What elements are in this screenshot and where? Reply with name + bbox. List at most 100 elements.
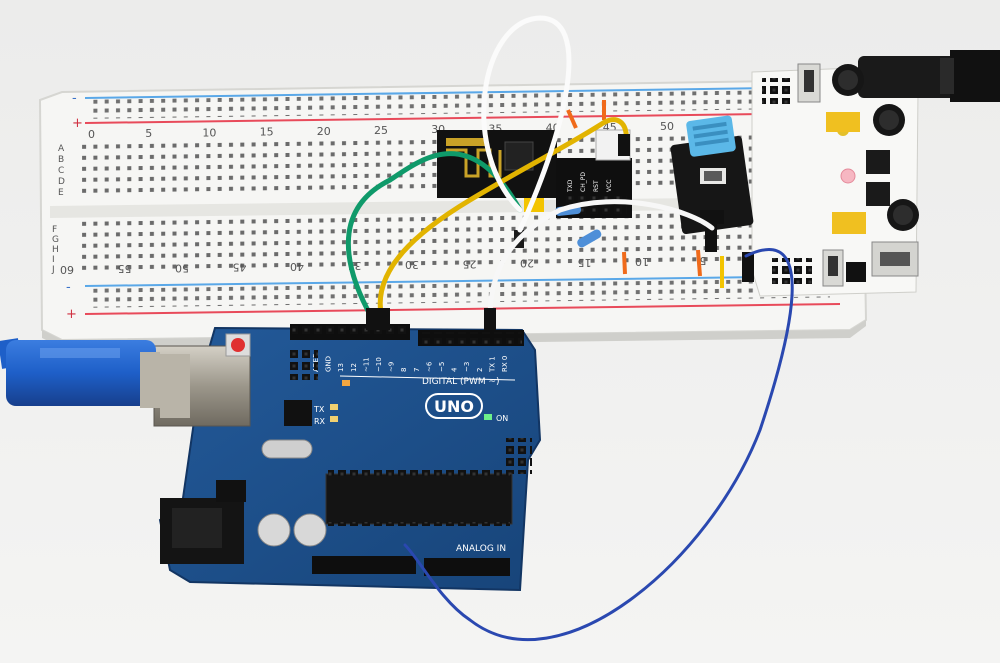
white-wire-1 (487, 199, 715, 321)
top-rail-plus-sign: + (72, 116, 83, 131)
arduino-pin-label: ~3 (463, 362, 471, 372)
yellow-wire (377, 117, 629, 321)
column-number: 40 (290, 260, 304, 273)
uno-logo-box (425, 393, 483, 419)
arduino-pin-label: 7 (413, 368, 421, 372)
rx-label: RX (314, 417, 326, 426)
arduino-pin-label: 2 (476, 368, 484, 372)
column-number: 10 (202, 126, 216, 139)
atmega328p-chip (325, 473, 513, 525)
column-number: 50 (660, 120, 674, 133)
row-letter: E (58, 188, 64, 198)
analog-label: ANALOG IN (456, 544, 506, 554)
column-number: 0 (88, 128, 95, 141)
capacitor-icon (293, 513, 327, 547)
column-number: 60 (60, 263, 74, 276)
bottom-rail-holes (90, 278, 830, 308)
arduino-pin-label: ~10 (375, 357, 383, 372)
tx-label: TX (313, 405, 325, 414)
orange-jumper (566, 109, 578, 129)
bottom-minus-rail-line (84, 275, 841, 287)
orange-jumper (696, 249, 702, 277)
tx-led (330, 404, 338, 410)
bottom-terminal-holes (76, 210, 826, 276)
column-number: 25 (463, 257, 477, 270)
column-number: 20 (317, 125, 331, 138)
yellow-jumper-header[interactable] (832, 212, 866, 234)
dc-barrel-jack (858, 56, 958, 98)
column-number: 5 (145, 127, 152, 140)
jumper-wires (345, 15, 794, 642)
esp01-pin-label: RST (593, 180, 600, 192)
voltage-regulator (866, 182, 890, 206)
wire-plug (484, 308, 496, 330)
digital-label: DIGITAL (PWM ~) (422, 377, 500, 387)
row-letter: A (58, 144, 65, 154)
esp01-pin-label: TXD (567, 179, 574, 193)
arduino-pin-label: TX 1 (488, 356, 496, 373)
dht11-sensor-module (670, 115, 754, 235)
top-rail-holes (90, 89, 830, 119)
top-minus-rail-line (84, 86, 841, 99)
arduino-pin-label: 12 (350, 363, 358, 372)
bottom-plus-rail-line (84, 303, 841, 315)
blue-wire (403, 248, 794, 642)
column-number: 5 (700, 254, 707, 267)
usb-cable (0, 338, 160, 408)
capacitor-icon (257, 513, 291, 547)
column-number: 15 (260, 126, 274, 139)
column-number: 55 (118, 262, 132, 275)
on-label: ON (496, 414, 508, 423)
usb-chip (284, 400, 312, 426)
row-letter: F (52, 225, 57, 235)
column-number: 30 (405, 258, 419, 271)
on-led (484, 414, 492, 420)
l-led (342, 380, 350, 386)
arduino-pin-label: 4 (451, 367, 459, 372)
column-number: 10 (635, 255, 649, 268)
arduino-pin-label: RX 0 (501, 356, 509, 372)
column-number: 50 (175, 261, 189, 274)
power-supply-module (751, 50, 1000, 297)
esp01-pin-label: VCC (606, 180, 613, 192)
row-letter: G (52, 235, 59, 245)
esp01-pin-labels: TXD CH_PD RST VCC (567, 172, 613, 193)
arduino-pin-label: ~5 (438, 362, 446, 372)
power-header (312, 556, 416, 574)
bottom-rail-minus-sign: - (66, 280, 71, 295)
crystal-oscillator (261, 439, 313, 459)
wire-plug (366, 308, 378, 330)
rx-led (330, 416, 338, 422)
wire-plug (378, 308, 390, 330)
esp01-pin-label: CH_PD (580, 172, 587, 192)
arduino-pin-label: 13 (337, 363, 345, 372)
resistor (577, 229, 602, 248)
white-wire-2 (481, 15, 572, 233)
arduino-pin-label: GND (325, 356, 333, 372)
breadboard-components (514, 100, 754, 288)
arduino-pin-label: ~9 (388, 362, 396, 372)
uno-logo: UNO (434, 397, 474, 416)
yellow-jumper-header[interactable] (826, 112, 860, 132)
column-number: 15 (578, 256, 592, 269)
regulator (216, 480, 246, 502)
orange-jumper (622, 251, 627, 275)
dht11-pcb (670, 135, 754, 235)
power-resistor (846, 262, 866, 282)
row-letter: C (58, 166, 64, 176)
arduino-pin-label: ~11 (362, 357, 370, 372)
green-wire (345, 151, 523, 321)
row-letter: I (52, 255, 55, 265)
voltage-regulator (866, 150, 890, 174)
row-letter: H (52, 245, 59, 255)
top-rail-minus-sign: - (72, 91, 77, 106)
bottom-rail-plus-sign: + (66, 307, 77, 322)
analog-header (424, 558, 510, 576)
wire-connector (705, 224, 717, 252)
column-number: 20 (520, 257, 534, 270)
top-plus-rail-line (84, 112, 841, 124)
